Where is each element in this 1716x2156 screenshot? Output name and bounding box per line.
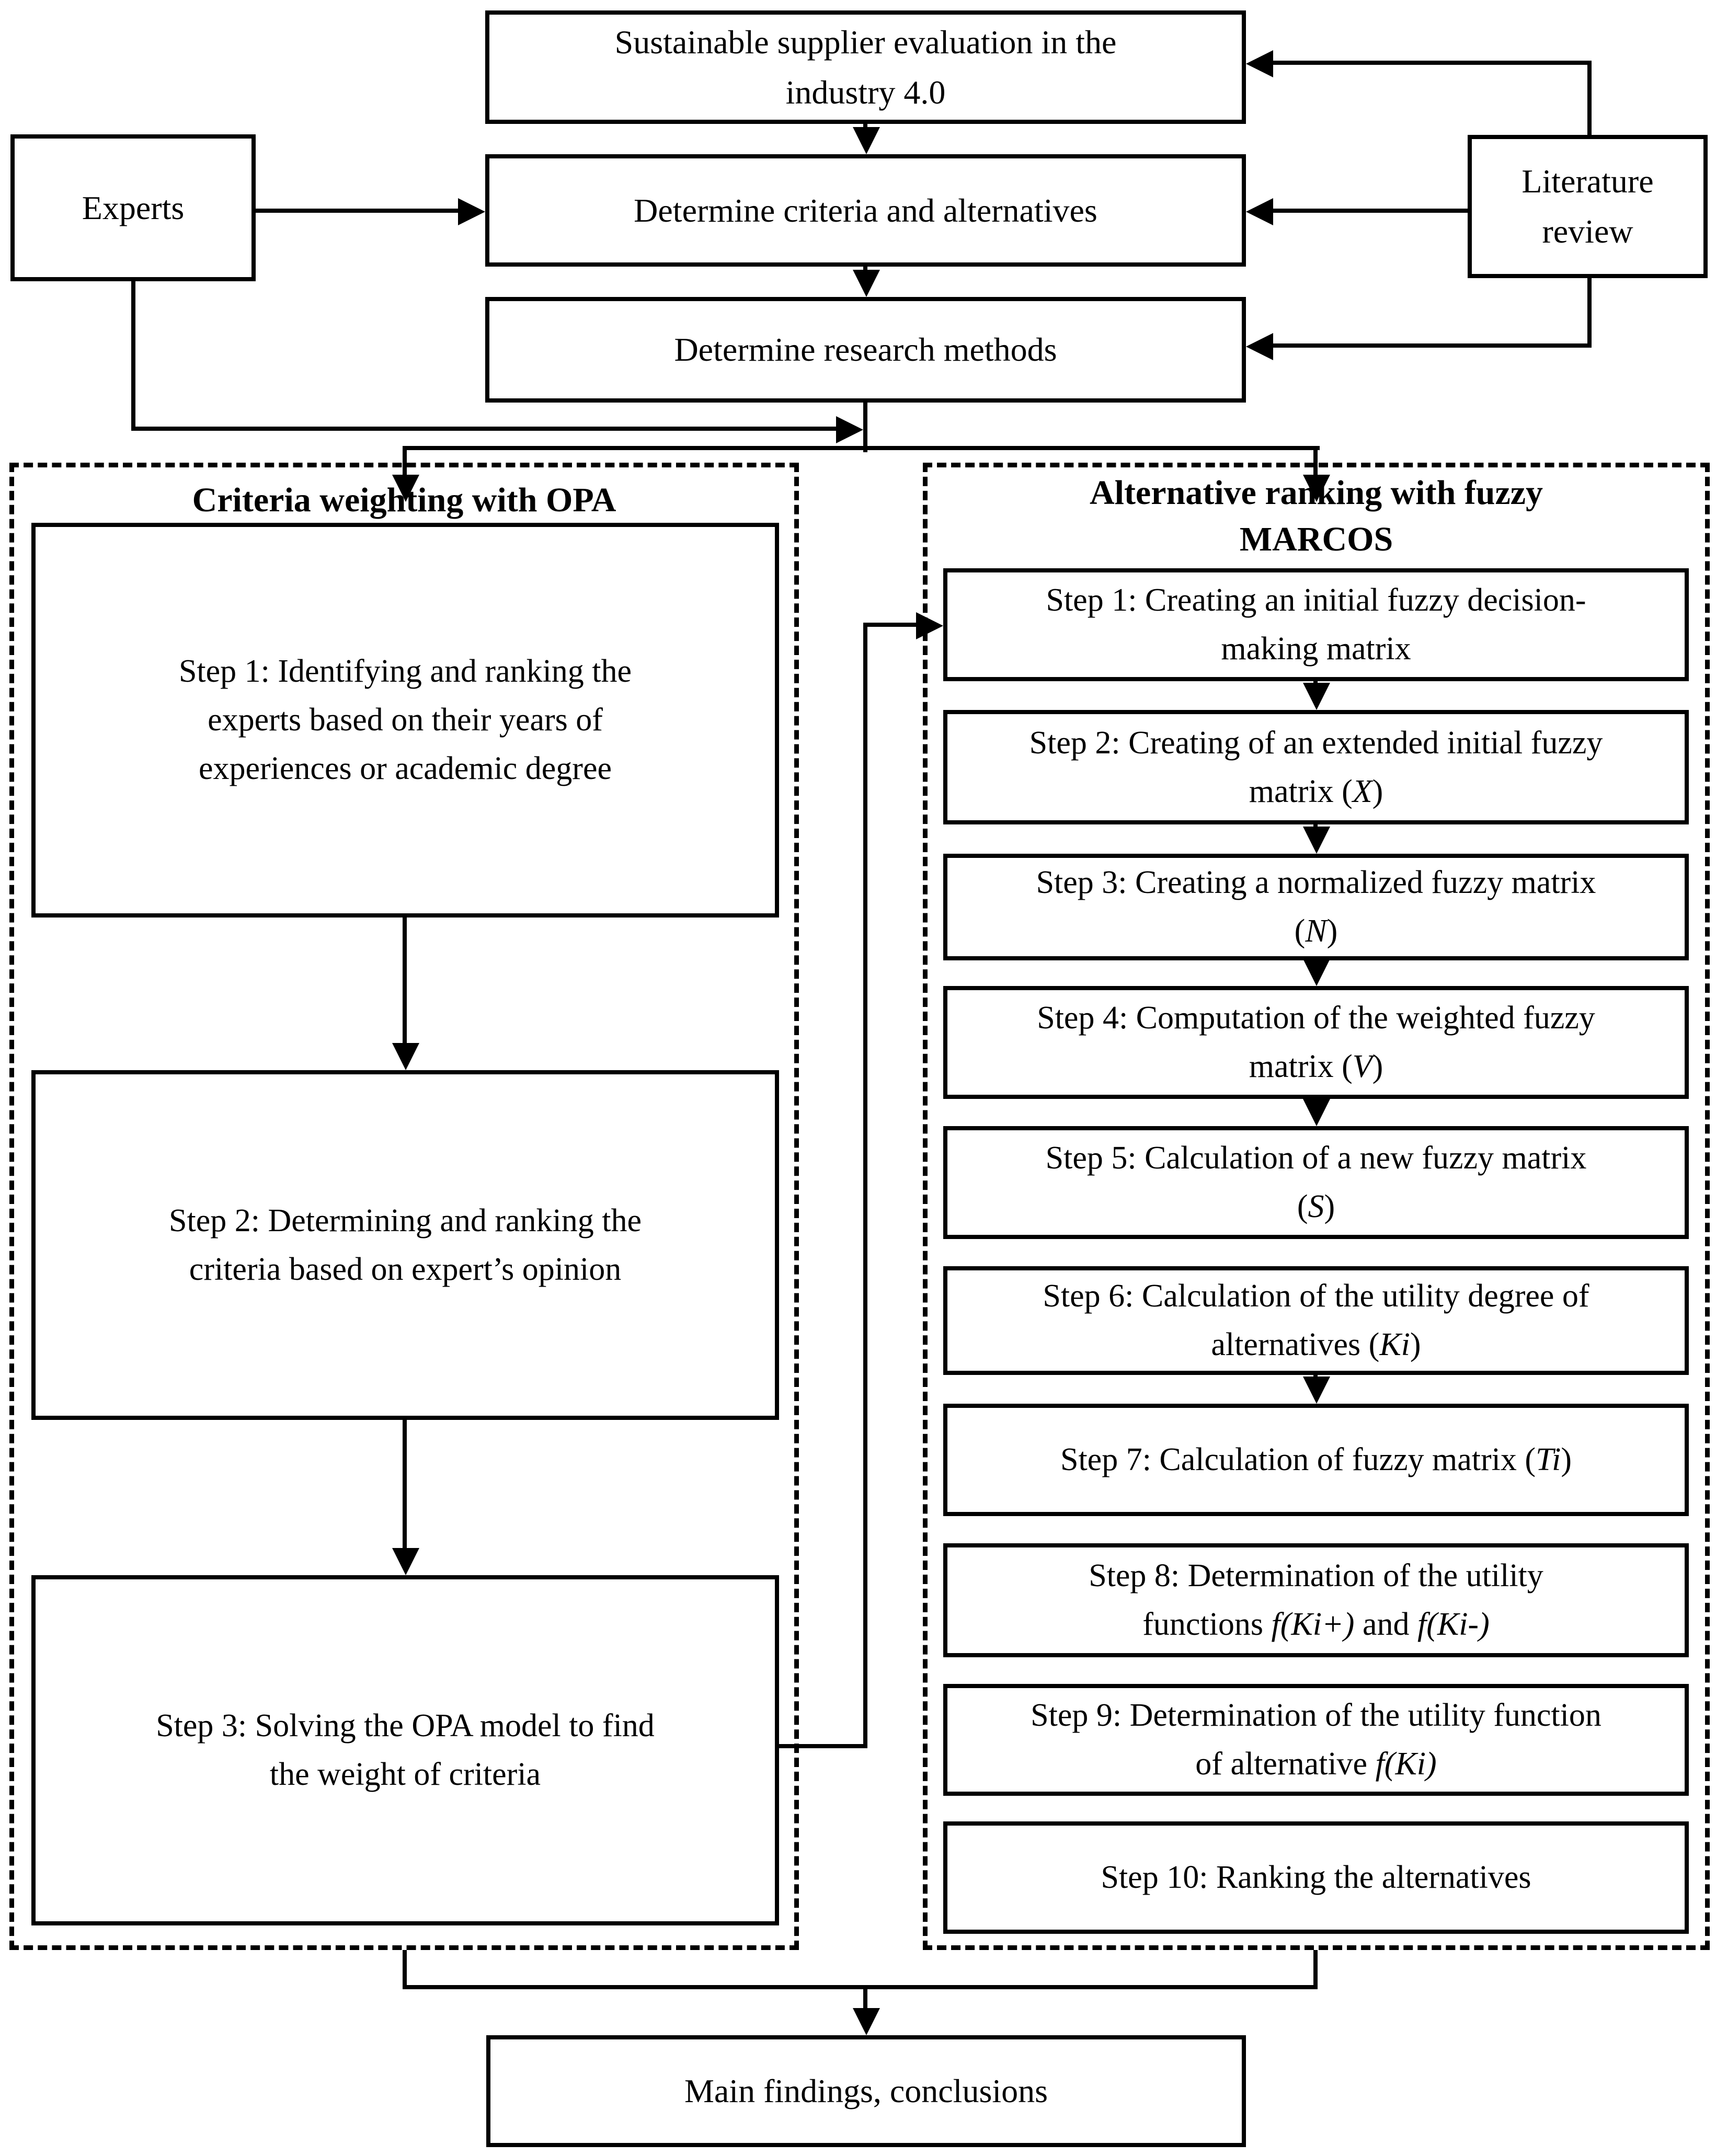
connector-line [863, 623, 918, 627]
arrow-down-icon [392, 475, 419, 502]
opa-title: Criteria weighting with OPA [192, 481, 616, 519]
marcos-step-9-box: Step 9: Determination of the utility fun… [943, 1684, 1689, 1796]
opa-container [9, 463, 799, 1950]
arrow-down-icon [1303, 475, 1330, 502]
connector-line [403, 1985, 1318, 1989]
connector-line [403, 918, 407, 1046]
connector-line [863, 1985, 867, 2010]
arrow-down-icon [392, 1043, 419, 1070]
arrow-down-icon [1303, 1099, 1330, 1126]
determine-criteria-box: Determine criteria and alternatives [485, 154, 1246, 267]
arrow-down-icon [1303, 959, 1330, 986]
arrow-right-icon [458, 198, 485, 225]
connector-line [863, 403, 867, 452]
marcos-step-2-box: Step 2: Creating of an extended initial … [943, 710, 1689, 824]
connector-line [1313, 1950, 1318, 1989]
connector-line [403, 1950, 407, 1989]
determine-methods-box: Determine research methods [485, 297, 1246, 403]
marcos-step-4-box: Step 4: Computation of the weighted fuzz… [943, 986, 1689, 1099]
arrow-left-icon [1246, 50, 1273, 77]
connector-line [1587, 278, 1592, 348]
experts-box: Experts [10, 134, 256, 281]
arrow-down-icon [853, 2008, 880, 2035]
connector-line [131, 281, 135, 431]
connector-line [1273, 61, 1589, 65]
arrow-down-icon [1303, 683, 1330, 710]
connector-line [131, 427, 838, 431]
arrow-right-icon [836, 416, 863, 443]
connector-line [1273, 209, 1468, 213]
connector-line [863, 623, 867, 1748]
arrow-left-icon [1246, 198, 1273, 225]
connector-line [779, 1744, 867, 1748]
marcos-step-7-box: Step 7: Calculation of fuzzy matrix (Ti) [943, 1404, 1689, 1516]
connector-line [1273, 343, 1587, 348]
connector-line [403, 446, 1320, 450]
arrow-down-icon [853, 127, 880, 154]
main-findings-box: Main findings, conclusions [486, 2035, 1246, 2147]
arrow-down-icon [1303, 1377, 1330, 1404]
marcos-step-5-box: Step 5: Calculation of a new fuzzy matri… [943, 1126, 1689, 1239]
connector-line [403, 1420, 407, 1551]
arrow-left-icon [1246, 333, 1273, 360]
arrow-down-icon [853, 270, 880, 297]
connector-line [1313, 446, 1318, 477]
marcos-step-6-box: Step 6: Calculation of the utility degre… [943, 1266, 1689, 1375]
marcos-step-10-box: Step 10: Ranking the alternatives [943, 1821, 1689, 1934]
marcos-step-3-box: Step 3: Creating a normalized fuzzy matr… [943, 854, 1689, 960]
marcos-container [923, 463, 1710, 1950]
arrow-down-icon [392, 1548, 419, 1575]
marcos-step-1-box: Step 1: Creating an initial fuzzy decisi… [943, 568, 1689, 681]
connector-line [1587, 61, 1592, 135]
connector-line [256, 209, 460, 213]
connector-line [403, 446, 407, 477]
arrow-right-icon [916, 612, 943, 639]
arrow-down-icon [1303, 827, 1330, 854]
